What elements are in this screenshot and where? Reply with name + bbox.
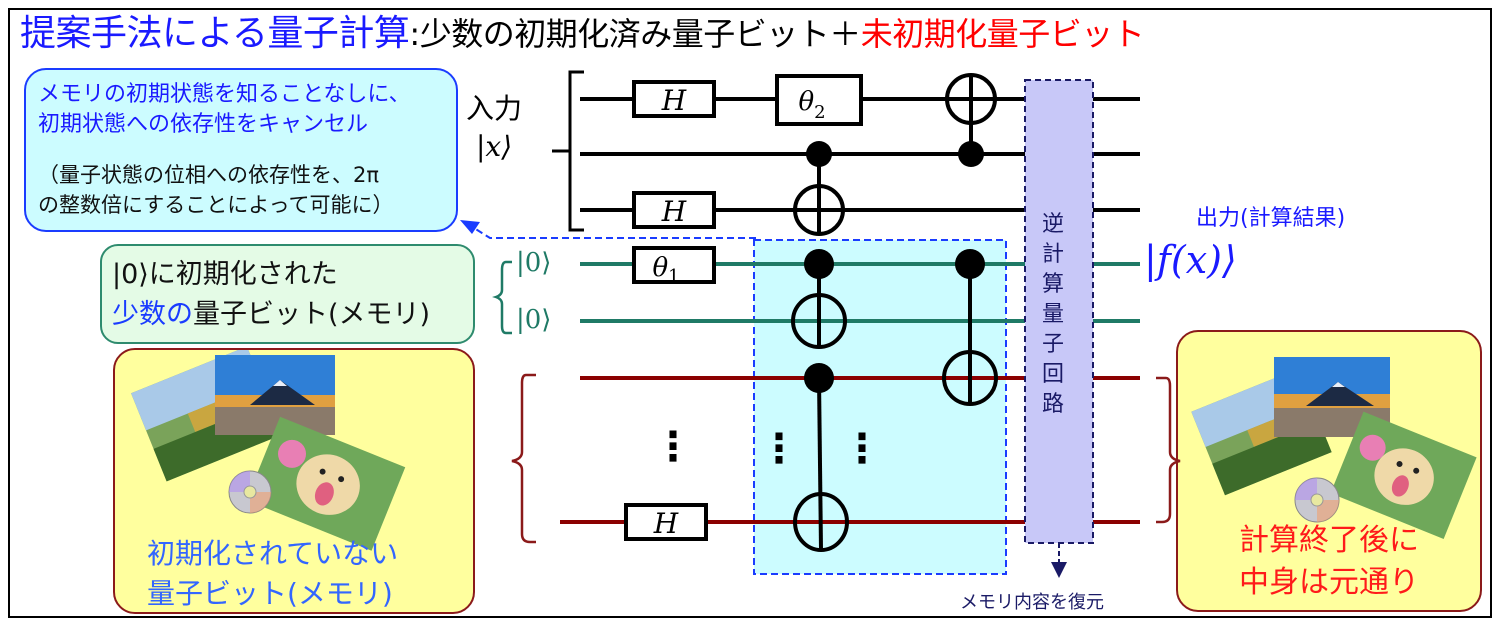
init-line-2: 少数の量子ビット(メモリ) <box>112 298 430 332</box>
note-line-2: 初期状態への依存性をキャンセル <box>38 112 369 137</box>
input-ket: |x⟩ <box>476 130 513 163</box>
ellipsis-memory-1: ⋮ <box>653 424 693 470</box>
ancilla-ket-2: |0⟩ <box>516 305 552 335</box>
note-main-text: メモリの初期状態を知ることなしに、 初期状態への依存性をキャンセル <box>38 80 411 140</box>
h-gate-label: H <box>661 84 687 117</box>
note-line-4: の整数倍にすることによって可能に） <box>38 193 394 217</box>
init-line-1: |0⟩に初期化された <box>112 259 338 290</box>
title-uninitialized-qubits: 未初期化量子ビット <box>860 15 1145 53</box>
title-proposed-method: 提案手法による量子計算 <box>20 13 410 54</box>
init-line-2-rest: 量子ビット(メモリ) <box>193 299 431 330</box>
h-gate-wire-3: H <box>632 191 716 229</box>
restore-memory-label: メモリ内容を復元 <box>960 592 1104 613</box>
theta2-label: θ2 <box>798 87 825 123</box>
ellipsis-memory-2: ⋮ <box>759 426 799 472</box>
h-gate-label: H <box>653 507 679 540</box>
dog-photo <box>246 416 406 551</box>
h-gate-memory-n: H <box>624 503 708 541</box>
output-ket: |f(x)⟩ <box>1144 238 1237 282</box>
cnot-gate-4 <box>942 249 998 406</box>
cnot-gate-1 <box>793 141 845 236</box>
disc-icon <box>228 470 272 514</box>
uninitialized-memory-box: 初期化されていない 量子ビット(メモリ) <box>113 348 475 614</box>
cnot-gate-3 <box>791 249 847 349</box>
inverse-circuit-label: 逆計算量子回路 <box>1041 212 1064 417</box>
dog-photo <box>1330 411 1477 539</box>
theta1-label: θ1 <box>652 253 679 287</box>
restored-memory-illustration <box>1191 357 1477 539</box>
memory-brace-left <box>511 373 536 544</box>
initialized-qubits-box: |0⟩に初期化された 少数の量子ビット(メモリ) <box>100 244 475 344</box>
h-gate-wire-1: H <box>632 80 716 118</box>
inverse-circuit-block <box>1024 79 1094 544</box>
restored-memory-box: 計算終了後に 中身は元通り <box>1176 330 1482 612</box>
input-bracket <box>552 70 584 232</box>
target-xor <box>793 492 849 552</box>
restore-arrowhead <box>1051 562 1067 578</box>
note-line-1: メモリの初期状態を知ることなしに、 <box>38 82 411 107</box>
note-sub-text: （量子状態の位相への依存性を、2π の整数倍にすることによって可能に） <box>38 160 394 220</box>
result-line-2: 中身は元通り <box>1239 565 1419 600</box>
memory-illustration <box>131 350 406 551</box>
ancilla-ket-1: |0⟩ <box>516 248 552 278</box>
uninit-line-2: 量子ビット(メモリ) <box>147 577 393 610</box>
control-dot <box>955 249 985 279</box>
theta2-gate: θ2 <box>775 74 863 126</box>
control-dot <box>958 141 984 167</box>
target-xor <box>942 350 998 406</box>
page-title: 提案手法による量子計算:少数の初期化済み量子ビット＋未初期化量子ビット <box>20 12 1145 56</box>
init-line-2-highlight: 少数の <box>112 299 193 330</box>
ellipsis-memory-3: ⋮ <box>842 426 882 472</box>
ancilla-brace <box>492 260 512 335</box>
result-line-1: 計算終了後に <box>1239 523 1419 558</box>
control-dot <box>806 141 832 167</box>
cnot-gate-5 <box>793 363 849 552</box>
control-dot <box>804 249 834 279</box>
target-xor <box>793 184 845 236</box>
input-label: 入力 <box>466 92 523 125</box>
h-gate-label: H <box>661 195 687 228</box>
target-xor <box>791 293 847 349</box>
output-label: 出力(計算結果) <box>1196 206 1346 231</box>
note-line-3: （量子状態の位相への依存性を、2π <box>38 163 380 187</box>
memory-brace-right <box>1156 376 1181 524</box>
note-connector-line <box>473 227 756 239</box>
cnot-gate-2 <box>945 73 997 167</box>
theta1-gate: θ1 <box>632 246 716 287</box>
control-dot <box>804 363 834 393</box>
note-connector-arrowhead <box>460 220 480 234</box>
note-box: メモリの初期状態を知ることなしに、 初期状態への依存性をキャンセル （量子状態の… <box>24 68 458 232</box>
title-initialized-qubits: :少数の初期化済み量子ビット＋ <box>409 15 861 53</box>
disc-icon <box>1294 477 1340 523</box>
uninit-line-1: 初期化されていない <box>147 537 399 570</box>
